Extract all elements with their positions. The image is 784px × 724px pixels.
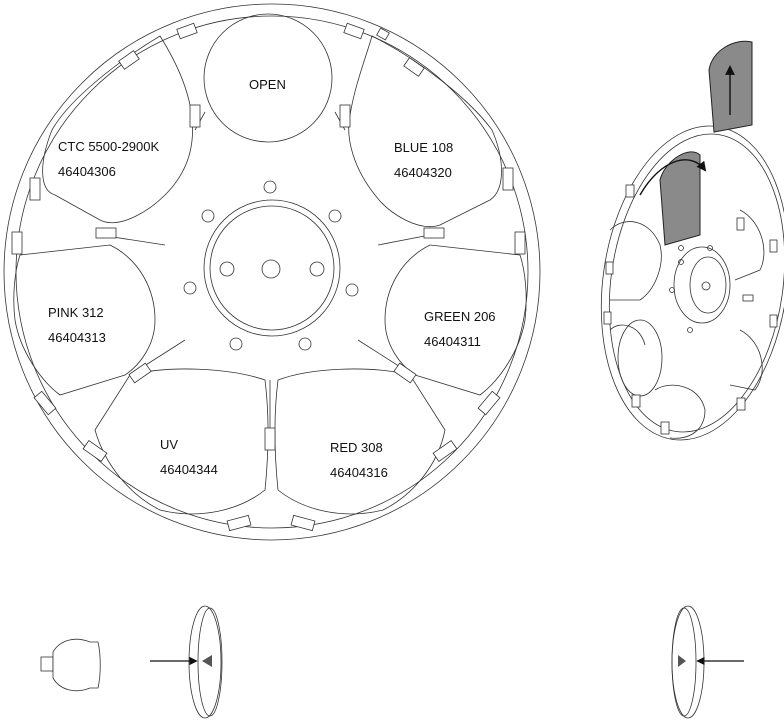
filter-name-green: GREEN 206 bbox=[424, 309, 496, 324]
clip bbox=[339, 104, 351, 128]
clip bbox=[769, 314, 778, 328]
clip bbox=[403, 57, 425, 77]
hub-inner bbox=[209, 205, 335, 331]
filter-disc-back bbox=[671, 605, 744, 719]
clip bbox=[603, 311, 612, 325]
disc-outer bbox=[671, 605, 705, 719]
clip bbox=[631, 394, 641, 408]
filter-in-slot bbox=[659, 151, 701, 246]
perspective-hub-face bbox=[689, 256, 727, 314]
filter-name-open: OPEN bbox=[249, 77, 286, 92]
clip bbox=[423, 227, 445, 239]
clip bbox=[432, 440, 458, 462]
perspective-wheel bbox=[600, 40, 784, 441]
bolt-hole bbox=[678, 245, 684, 251]
clip bbox=[290, 514, 316, 532]
perspective-pockets bbox=[609, 209, 765, 439]
clip bbox=[376, 27, 390, 41]
clip bbox=[625, 184, 635, 198]
bolt-hole bbox=[201, 209, 215, 223]
bolt-hole bbox=[263, 180, 277, 194]
filter-code-uv: 46404344 bbox=[160, 462, 218, 477]
filter-name-ctc: CTC 5500-2900K bbox=[58, 139, 159, 154]
wheel-rim bbox=[3, 3, 541, 541]
bolt-hole bbox=[345, 283, 359, 297]
clip bbox=[736, 217, 745, 231]
pocket-ctc bbox=[42, 35, 193, 224]
clip bbox=[226, 514, 252, 532]
filter-code-red: 46404316 bbox=[330, 465, 388, 480]
clip bbox=[605, 261, 614, 275]
clip bbox=[176, 22, 198, 40]
bolt-hole bbox=[669, 287, 675, 293]
bolt-hole bbox=[298, 337, 312, 351]
clip bbox=[736, 397, 746, 411]
color-wheel: OPEN BLUE 108 46404320 GREEN 206 4640431… bbox=[3, 3, 541, 541]
perspective-bolts bbox=[669, 245, 713, 333]
aperture-open bbox=[203, 13, 333, 143]
clip bbox=[769, 239, 778, 253]
filter-name-red: RED 308 bbox=[330, 440, 383, 455]
clip bbox=[742, 294, 754, 302]
pocket-pink bbox=[13, 244, 156, 396]
filter-code-green: 46404311 bbox=[424, 334, 481, 349]
bolt-hole bbox=[328, 209, 342, 223]
pocket-red bbox=[274, 368, 446, 515]
disc-outer bbox=[188, 605, 222, 719]
lamp-base bbox=[40, 656, 54, 672]
clip bbox=[477, 390, 501, 416]
orientation-mark bbox=[678, 655, 686, 667]
clip bbox=[660, 421, 670, 435]
filter-code-blue: 46404320 bbox=[394, 165, 452, 180]
clip bbox=[189, 104, 201, 128]
disc-inner bbox=[671, 607, 697, 717]
pocket-uv bbox=[94, 368, 269, 515]
filter-name-blue: BLUE 108 bbox=[394, 140, 453, 155]
filter-code-ctc: 46404306 bbox=[58, 164, 116, 179]
perspective-hub-hole bbox=[701, 281, 711, 291]
rim-clips bbox=[11, 22, 526, 532]
filter-name-pink: PINK 312 bbox=[48, 305, 104, 320]
perspective-aperture bbox=[617, 319, 663, 397]
lamp-reflector bbox=[52, 638, 101, 692]
clip bbox=[128, 362, 152, 384]
clip bbox=[264, 427, 276, 451]
clip bbox=[11, 231, 23, 255]
spring-lower-right bbox=[357, 339, 406, 371]
bolt-hole bbox=[183, 281, 197, 295]
disc-inner bbox=[197, 607, 223, 717]
clip bbox=[502, 167, 514, 191]
clip bbox=[514, 231, 526, 255]
perspective-hub bbox=[673, 246, 731, 324]
hub-center-hole bbox=[261, 259, 281, 279]
clip bbox=[33, 390, 57, 416]
filter-name-uv: UV bbox=[160, 437, 178, 452]
hub-hole-right bbox=[309, 261, 325, 277]
wheel-hub bbox=[183, 180, 359, 351]
spring-clips bbox=[99, 111, 441, 430]
bolt-hole bbox=[707, 245, 713, 251]
clip bbox=[393, 362, 417, 384]
clip bbox=[29, 177, 41, 201]
filter-disc-front bbox=[150, 605, 223, 719]
pocket-blue bbox=[348, 35, 502, 227]
clip bbox=[343, 22, 365, 40]
rotation-arrow bbox=[639, 159, 707, 196]
hub-hole-left bbox=[219, 261, 235, 277]
orientation-mark bbox=[202, 655, 212, 667]
clip bbox=[95, 227, 117, 239]
perspective-clips bbox=[603, 184, 778, 435]
clip bbox=[118, 50, 140, 70]
lamp-icon bbox=[40, 638, 101, 692]
bolt-hole bbox=[678, 259, 684, 265]
hub-outer bbox=[203, 199, 341, 337]
clip bbox=[82, 440, 108, 462]
bolt-hole bbox=[229, 337, 243, 351]
bolt-hole bbox=[687, 327, 693, 333]
filter-code-pink: 46404313 bbox=[48, 330, 106, 345]
